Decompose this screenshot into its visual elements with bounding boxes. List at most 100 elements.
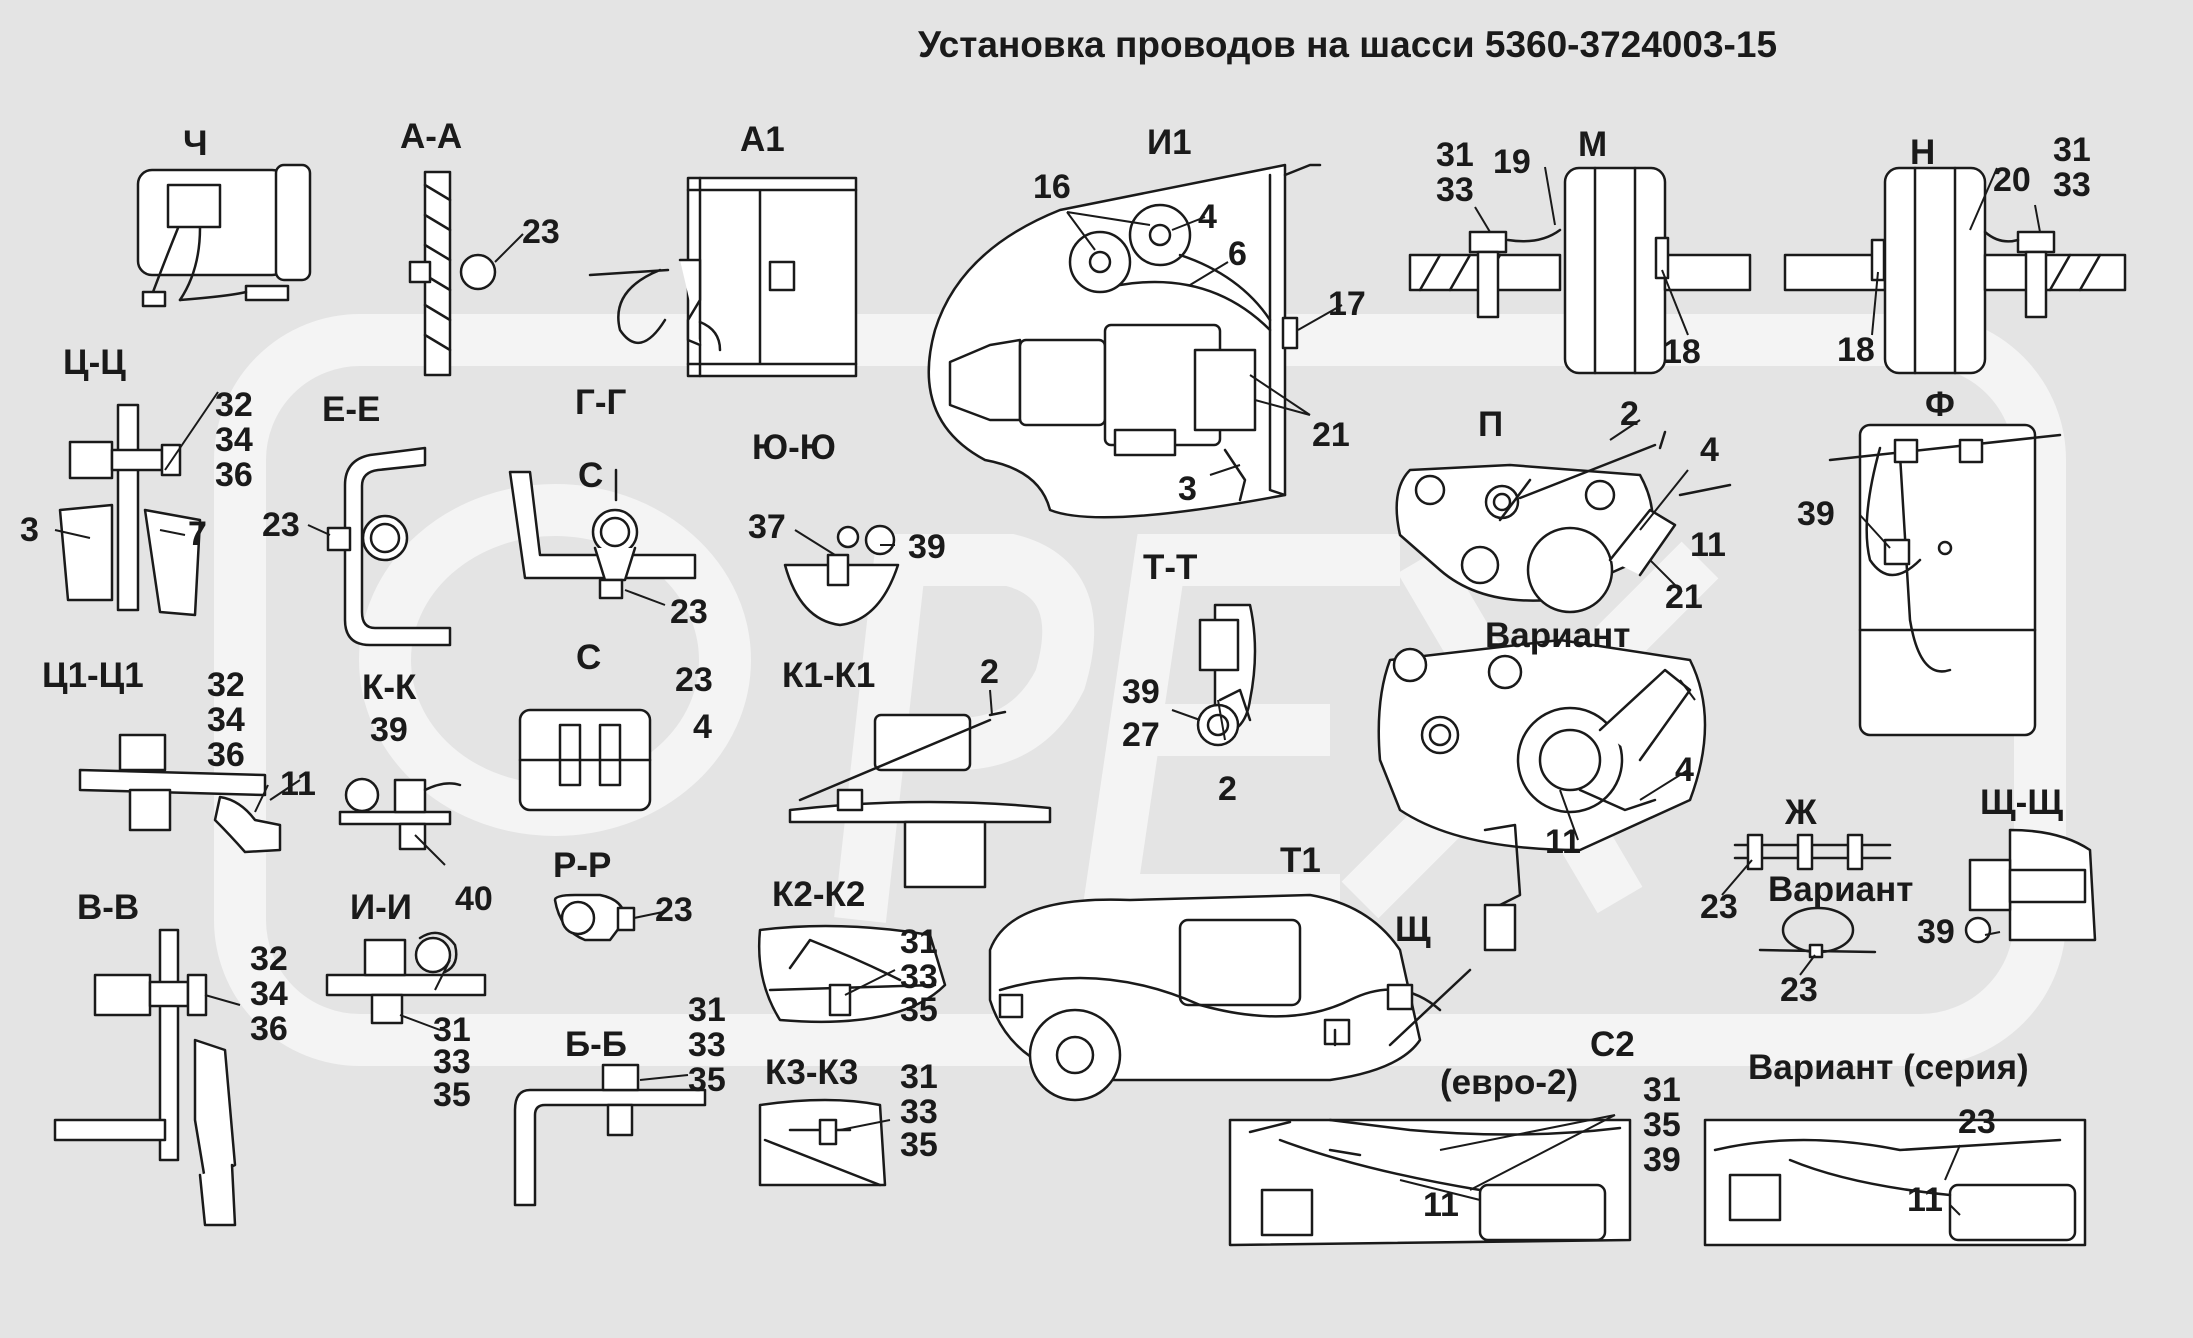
- view-k3k3-drawing: [758, 1098, 887, 1187]
- view-label-i1: И1: [1147, 123, 1192, 162]
- view-f-drawing: [1828, 423, 2062, 737]
- callout-vv-36: 36: [250, 1010, 288, 1048]
- callout-k3-35: 35: [900, 1126, 938, 1164]
- callout-ee-23: 23: [262, 506, 300, 544]
- view-label-rr: Р-Р: [553, 846, 612, 885]
- callout-n-31: 31: [2053, 131, 2091, 169]
- callout-k2-31: 31: [900, 923, 938, 961]
- callout-m-18: 18: [1663, 333, 1701, 371]
- view-shch-drawing: [1964, 828, 2097, 944]
- page-title: Установка проводов на шасси 5360-3724003…: [918, 24, 1778, 65]
- view-s-drawing: [518, 708, 652, 812]
- view-label-shch-small: Щ: [1395, 910, 1431, 949]
- callout-m-31: 31: [1436, 136, 1474, 174]
- callout-p-11: 11: [1690, 526, 1726, 564]
- callout-k2-33: 33: [900, 958, 938, 996]
- callout-yuyu-37: 37: [748, 508, 786, 546]
- view-label-ch: Ч: [183, 124, 208, 163]
- callout-k3-33: 33: [900, 1093, 938, 1131]
- view-yuyu-drawing: [783, 524, 900, 627]
- callout-i1-16: 16: [1033, 168, 1071, 206]
- view-label-f: Ф: [1925, 385, 1955, 424]
- view-zh-drawing: [1733, 833, 1892, 871]
- view-ch-drawing: [136, 163, 312, 308]
- callout-k1k1-2: 2: [980, 653, 999, 691]
- callout-f-39: 39: [1797, 495, 1835, 533]
- view-cc-drawing: [58, 403, 202, 617]
- view-c2-drawing: [1228, 1118, 1632, 1247]
- view-label-cc: Ц-Ц: [63, 343, 126, 382]
- view-label-n: Н: [1910, 133, 1936, 172]
- callout-cc-34: 34: [215, 421, 253, 459]
- callout-v2-23: 23: [1780, 971, 1818, 1009]
- view-variant1-drawing: [1377, 638, 1707, 852]
- view-gg-drawing: [508, 468, 697, 600]
- view-k2k2-drawing: [757, 924, 947, 1024]
- callout-p-2: 2: [1620, 395, 1639, 433]
- view-label-zh: Ж: [1785, 793, 1817, 832]
- view-n-drawing: [1783, 166, 2127, 375]
- callout-cc-32: 32: [215, 386, 253, 424]
- view-t1-drawing: [988, 823, 1522, 1102]
- view-label-a1: А1: [740, 120, 785, 159]
- view-kk-drawing: [338, 777, 462, 851]
- view-vv-drawing: [53, 928, 237, 1227]
- callout-n-18: 18: [1837, 331, 1875, 369]
- view-m-drawing: [1408, 166, 1752, 375]
- view-label-yuyu: Ю-Ю: [752, 428, 836, 467]
- callout-vs-11: 11: [1907, 1181, 1943, 1219]
- callout-m-19: 19: [1493, 143, 1531, 181]
- view-label-variant1: Вариант: [1485, 616, 1631, 655]
- view-label-s-arrow: С: [578, 456, 604, 495]
- view-aa-drawing: [408, 170, 497, 377]
- callout-c1c1-34: 34: [207, 701, 245, 739]
- callout-ii-35: 35: [433, 1076, 471, 1114]
- view-label-t1: Т1: [1280, 841, 1321, 880]
- view-label-euro2: (евро-2): [1440, 1063, 1579, 1102]
- view-label-p: П: [1478, 405, 1504, 444]
- callout-c2-39: 39: [1643, 1141, 1681, 1179]
- callout-n-20: 20: [1993, 161, 2031, 199]
- view-label-k1k1: К1-К1: [782, 656, 876, 695]
- view-label-c1c1: Ц1-Ц1: [42, 656, 144, 695]
- callout-p-21: 21: [1665, 578, 1703, 616]
- leader-lines: [54, 166, 2041, 1216]
- callout-zh-23: 23: [1700, 888, 1738, 926]
- callout-tt-2: 2: [1218, 770, 1237, 808]
- callout-i1-3: 3: [1178, 470, 1197, 508]
- callout-rr-23: 23: [655, 891, 693, 929]
- view-label-tt: Т-Т: [1143, 548, 1198, 587]
- callout-s-23: 23: [675, 661, 713, 699]
- view-label-k2k2: К2-К2: [772, 875, 866, 914]
- callout-c1c1-11: 11: [280, 765, 316, 803]
- callout-c2-35: 35: [1643, 1106, 1681, 1144]
- view-label-aa: А-А: [400, 117, 463, 156]
- view-label-ii: И-И: [350, 888, 412, 927]
- view-c1c1-drawing: [78, 733, 282, 854]
- callout-vs-23: 23: [1958, 1103, 1996, 1141]
- view-i1-drawing: [927, 163, 1322, 519]
- callout-var-11: 11: [1545, 823, 1581, 861]
- callout-k3-31: 31: [900, 1058, 938, 1096]
- view-label-variant2: Вариант: [1768, 870, 1914, 909]
- callout-cc-7: 7: [188, 515, 207, 553]
- view-label-vv: В-В: [77, 888, 140, 927]
- callout-cc-36: 36: [215, 456, 253, 494]
- view-label-bb: Б-Б: [565, 1025, 627, 1064]
- view-label-ee: Е-Е: [322, 390, 381, 429]
- callout-kk-39: 39: [370, 711, 408, 749]
- callout-i1-17: 17: [1328, 285, 1366, 323]
- view-bb-drawing: [513, 1063, 707, 1207]
- callout-bb-35: 35: [688, 1061, 726, 1099]
- callout-c2-11: 11: [1423, 1186, 1459, 1224]
- view-rr-drawing: [553, 893, 636, 942]
- callout-tt-27: 27: [1122, 716, 1160, 754]
- view-label-m: М: [1578, 125, 1608, 164]
- view-ii-drawing: [325, 931, 487, 1025]
- callout-m-33: 33: [1436, 171, 1474, 209]
- callout-i1-21: 21: [1312, 416, 1350, 454]
- view-variant2-drawing: [1758, 906, 1877, 959]
- view-label-shch: Щ-Щ: [1980, 783, 2063, 822]
